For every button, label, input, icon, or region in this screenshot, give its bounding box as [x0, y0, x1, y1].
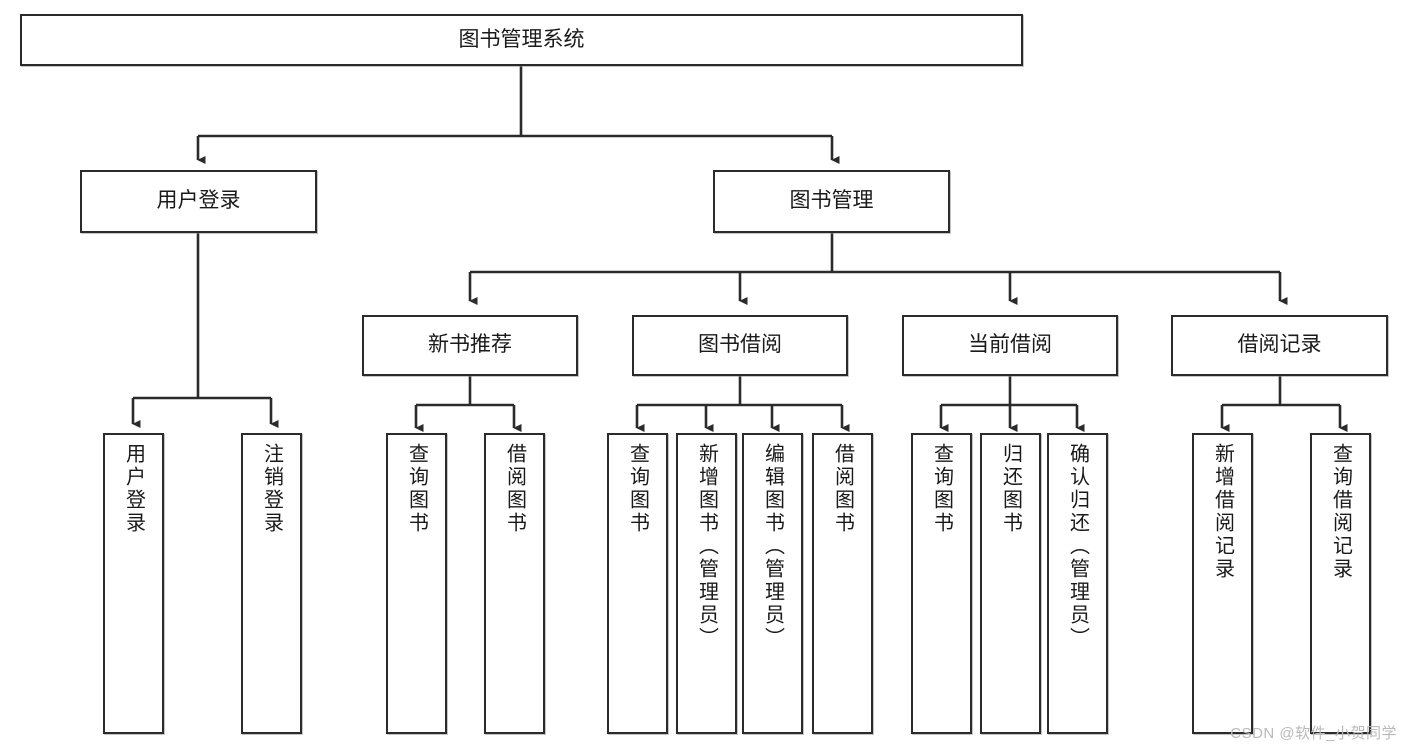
node-label: 注销登录 [260, 443, 283, 535]
leaf-add-book-admin[interactable]: 新增图书（管理员） [676, 433, 737, 734]
node-label: 新增图书（管理员） [695, 443, 718, 650]
leaf-borrow-book-recommend[interactable]: 借阅图书 [484, 433, 545, 734]
node-label: 编辑图书（管理员） [761, 443, 784, 650]
node-label: 用户登录 [156, 189, 241, 213]
node-label: 当前借阅 [968, 333, 1052, 357]
leaf-add-borrow-record[interactable]: 新增借阅记录 [1192, 433, 1253, 734]
node-borrow-record[interactable]: 借阅记录 [1171, 315, 1388, 376]
node-label: 查询图书 [626, 443, 649, 535]
leaf-user-login[interactable]: 用户登录 [103, 433, 164, 734]
csdn-watermark: CSDN @软件_小贺同学 [1230, 725, 1397, 742]
node-label: 图书借阅 [698, 333, 782, 357]
node-book-borrow[interactable]: 图书借阅 [632, 315, 848, 376]
node-label: 借阅图书 [503, 443, 526, 535]
node-label: 借阅记录 [1237, 333, 1322, 357]
leaf-query-book[interactable]: 查询图书 [607, 433, 668, 734]
leaf-edit-book-admin[interactable]: 编辑图书（管理员） [742, 433, 803, 734]
leaf-confirm-return-admin[interactable]: 确认归还（管理员） [1047, 433, 1108, 734]
leaf-query-borrow-record[interactable]: 查询借阅记录 [1310, 433, 1371, 734]
node-label: 查询借阅记录 [1329, 443, 1352, 581]
leaf-query-book-recommend[interactable]: 查询图书 [386, 433, 447, 734]
node-label: 图书管理 [789, 189, 874, 213]
node-label: 图书管理系统 [458, 27, 585, 51]
node-label: 查询图书 [405, 443, 428, 535]
leaf-return-book[interactable]: 归还图书 [980, 433, 1041, 734]
leaf-query-book-current[interactable]: 查询图书 [911, 433, 972, 734]
node-label: 借阅图书 [831, 443, 854, 535]
node-label: 用户登录 [122, 443, 145, 535]
node-label: 确认归还（管理员） [1066, 443, 1089, 650]
node-label: 查询图书 [930, 443, 953, 535]
node-label: 新增借阅记录 [1211, 443, 1234, 581]
node-root-book-management-system[interactable]: 图书管理系统 [20, 14, 1023, 66]
node-book-management[interactable]: 图书管理 [713, 170, 950, 233]
node-label: 新书推荐 [428, 333, 512, 357]
node-new-book-recommend[interactable]: 新书推荐 [362, 315, 578, 376]
node-label: 归还图书 [999, 443, 1022, 535]
node-current-borrow[interactable]: 当前借阅 [902, 315, 1118, 376]
node-user-login[interactable]: 用户登录 [80, 170, 317, 233]
leaf-logout[interactable]: 注销登录 [241, 433, 302, 734]
leaf-borrow-book[interactable]: 借阅图书 [812, 433, 873, 734]
